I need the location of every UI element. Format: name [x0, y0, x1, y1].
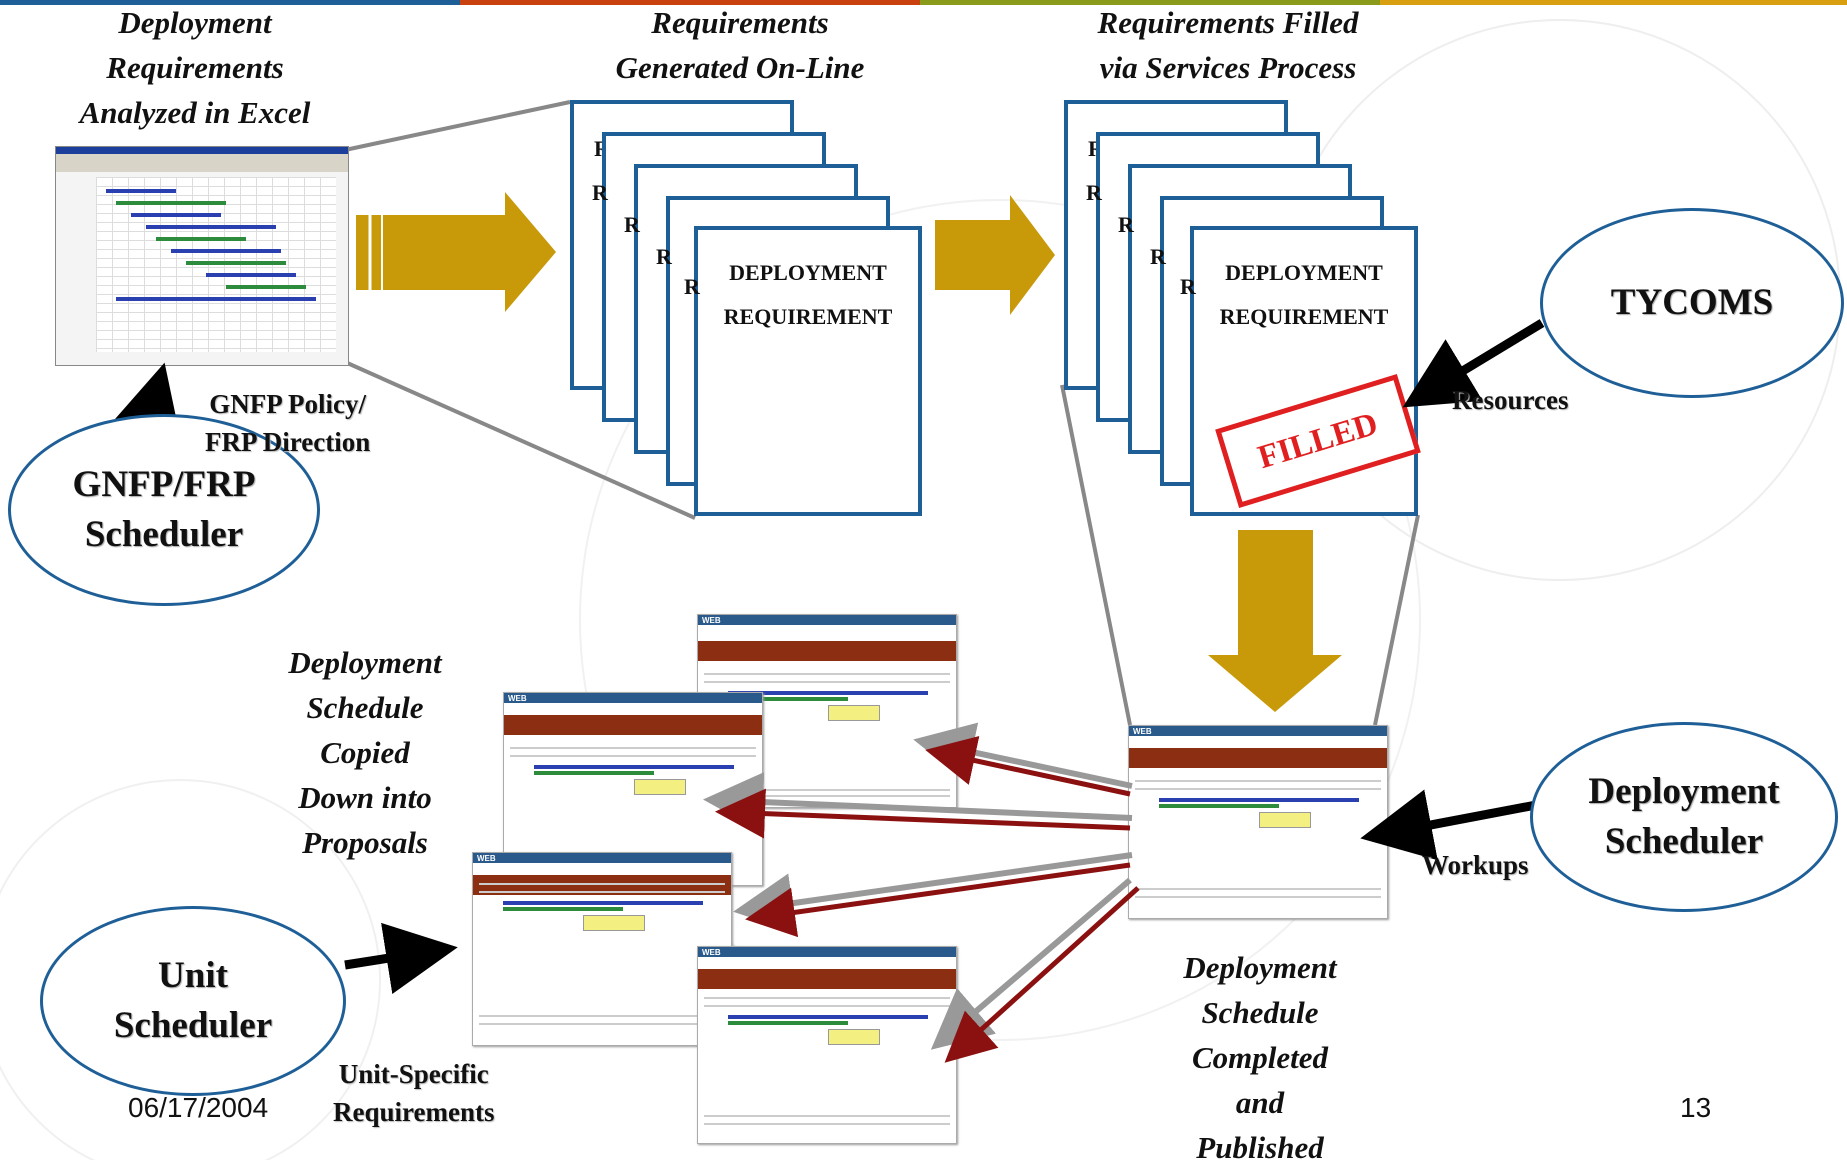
label-unit-specific: Unit-Specific Requirements [333, 1059, 495, 1127]
requirement-doc-front-1: DEPLOYMENT REQUIREMENT R [684, 226, 922, 516]
proposal-screenshot-4: WEB [697, 946, 957, 1144]
proposal-screenshot-3: WEB [472, 852, 732, 1046]
copy-arrow-4 [930, 877, 1140, 1063]
arrow-gnfp-to-excel [111, 362, 182, 442]
node-deployment-scheduler: Deployment Scheduler [1530, 722, 1838, 912]
label-workups: Workups [1422, 850, 1529, 880]
page-number: 13 [1680, 1092, 1712, 1123]
caption-excel: Deployment Requirements Analyzed in Exce… [79, 5, 311, 130]
caption-online: Requirements Generated On-Line [615, 5, 865, 85]
label-resources: Resources [1452, 385, 1569, 415]
copy-arrow-1 [913, 722, 1133, 797]
top-bar-gold [1380, 0, 1847, 5]
gold-arrow-right-2 [935, 195, 1055, 315]
caption-completed: Deployment Schedule Completed and Publis… [1183, 950, 1337, 1165]
gold-arrow-right-1 [356, 192, 556, 312]
gold-arrow-down [1208, 530, 1342, 712]
node-gnfp-frp-scheduler: GNFP/FRP Scheduler [8, 414, 320, 606]
caption-copied: Deployment Schedule Copied Down into Pro… [288, 645, 442, 860]
top-bar-green [920, 0, 1380, 5]
arrow-deployment-to-schedule [1360, 789, 1537, 861]
label-gnfp-policy: GNFP Policy/ FRP Direction [205, 389, 371, 457]
node-unit-scheduler: Unit Scheduler [40, 906, 346, 1096]
node-tycoms: TYCOMS [1540, 208, 1844, 398]
footer-date: 06/17/2004 [128, 1092, 269, 1123]
published-schedule-screenshot: WEB [1128, 725, 1388, 919]
copy-arrow-3 [733, 852, 1133, 938]
arrow-tycoms-to-stamp [1402, 319, 1545, 408]
top-bar-blue [0, 0, 460, 5]
arrow-unit-to-proposal [344, 922, 458, 994]
caption-services: Requirements Filled via Services Process [1097, 5, 1359, 85]
excel-spreadsheet-image [55, 146, 349, 366]
top-bar-orange [460, 0, 920, 5]
copy-arrow-2 [703, 772, 1133, 839]
